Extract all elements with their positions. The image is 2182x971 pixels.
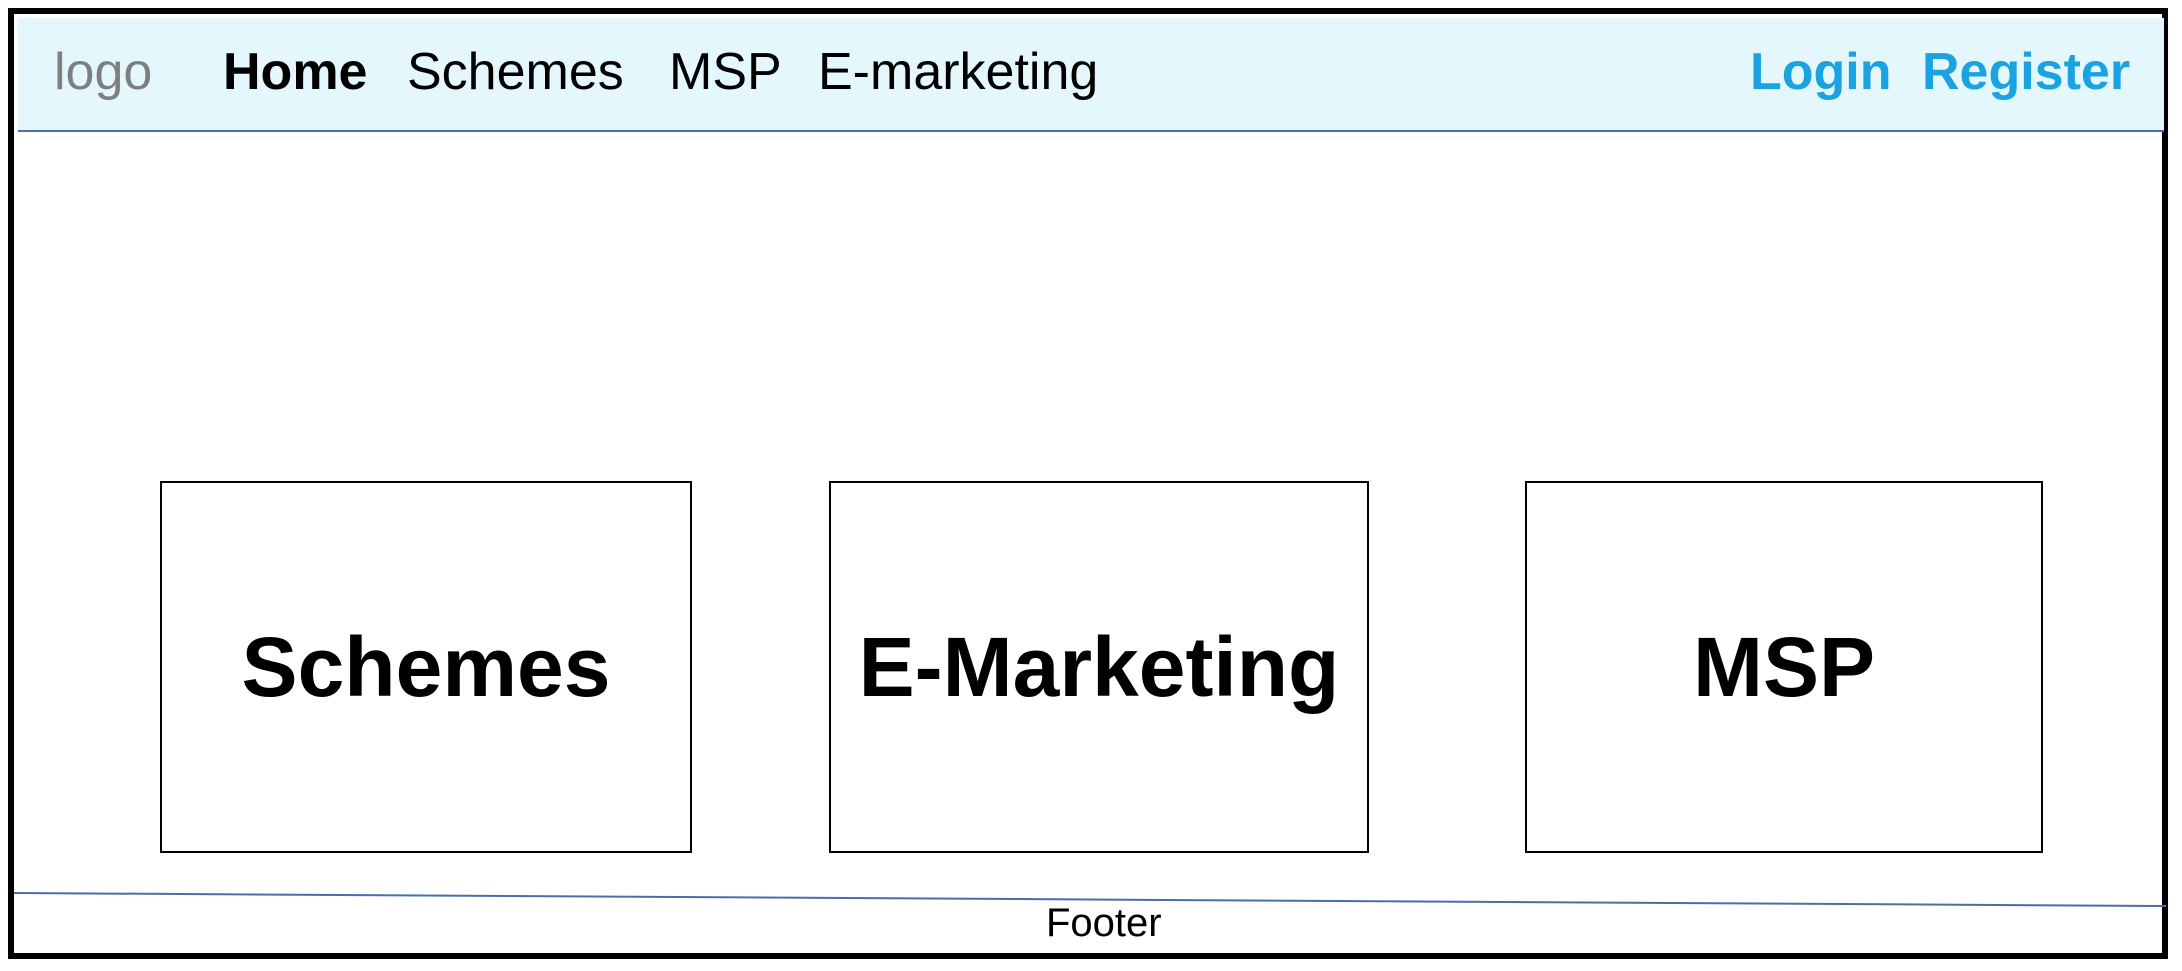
login-link[interactable]: Login [1750, 43, 1892, 101]
register-link[interactable]: Register [1922, 43, 2131, 101]
schemes-card-label: Schemes [241, 619, 611, 714]
emarketing-card[interactable]: E-Marketing [829, 481, 1369, 853]
msp-card-label: MSP [1692, 619, 1876, 714]
msp-card[interactable]: MSP [1525, 481, 2043, 853]
logo[interactable]: logo [54, 43, 153, 101]
nav-link-emarketing[interactable]: E-marketing [818, 43, 1099, 101]
nav-link-schemes[interactable]: Schemes [407, 43, 624, 101]
footer-text: Footer [1046, 901, 1162, 945]
emarketing-card-label: E-Marketing [858, 619, 1340, 714]
top-navbar: logo Home Schemes MSP E-marketing Login … [18, 18, 2164, 132]
nav-link-msp[interactable]: MSP [669, 43, 782, 101]
nav-link-home[interactable]: Home [223, 43, 368, 101]
schemes-card[interactable]: Schemes [160, 481, 692, 853]
